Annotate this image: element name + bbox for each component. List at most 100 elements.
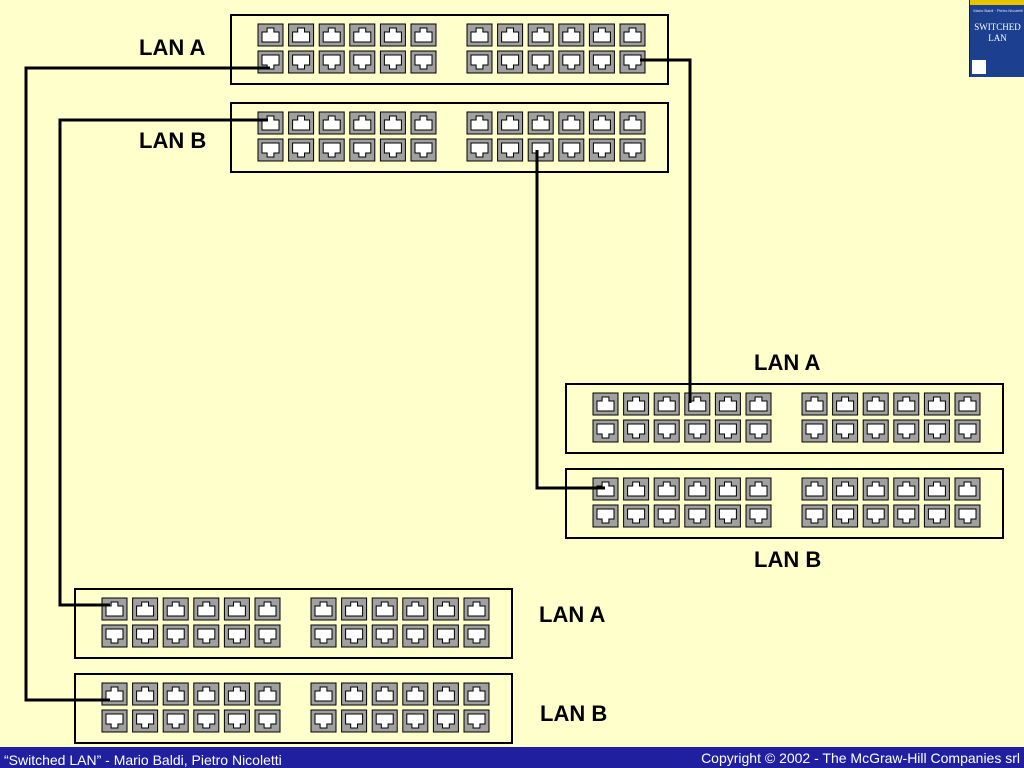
- ethernet-port-icon: [527, 23, 554, 47]
- ethernet-port-icon: [310, 709, 337, 733]
- ethernet-port-icon: [349, 138, 376, 162]
- ethernet-port-icon: [318, 138, 345, 162]
- ethernet-port-icon: [223, 682, 250, 706]
- lan-label: LAN B: [540, 701, 607, 726]
- ethernet-port-icon: [288, 138, 315, 162]
- switch-chassis: [565, 468, 1004, 539]
- ethernet-port-icon: [619, 23, 646, 47]
- ethernet-port-icon: [318, 111, 345, 135]
- ethernet-port-icon: [223, 624, 250, 648]
- ethernet-port-icon: [684, 477, 711, 501]
- ethernet-port-icon: [619, 111, 646, 135]
- ethernet-port-icon: [132, 682, 159, 706]
- ethernet-port-icon: [371, 624, 398, 648]
- ethernet-port-icon: [714, 477, 741, 501]
- ethernet-port-icon: [410, 50, 437, 74]
- ethernet-port-icon: [254, 709, 281, 733]
- switches-layer: [74, 14, 1004, 744]
- ethernet-port-icon: [310, 682, 337, 706]
- cover-title: SWITCHED LAN: [970, 22, 1024, 44]
- cable-sw1-to-sw6: [24, 66, 270, 702]
- ethernet-port-icon: [432, 709, 459, 733]
- ethernet-port-icon: [527, 50, 554, 74]
- ethernet-port-icon: [410, 138, 437, 162]
- ethernet-port-icon: [410, 111, 437, 135]
- ethernet-port-icon: [132, 624, 159, 648]
- lan-label: LAN A: [539, 602, 606, 627]
- ethernet-port-icon: [862, 392, 889, 416]
- ethernet-port-icon: [653, 392, 680, 416]
- ethernet-port-icon: [463, 597, 490, 621]
- ethernet-port-icon: [371, 597, 398, 621]
- ethernet-port-icon: [954, 392, 981, 416]
- ethernet-port-icon: [893, 419, 920, 443]
- ethernet-port-icon: [558, 111, 585, 135]
- publisher-logo: [972, 60, 986, 74]
- ethernet-port-icon: [588, 138, 615, 162]
- cover-title-line2: LAN: [988, 33, 1007, 43]
- book-cover-thumbnail: Mario Baldi · Pietro Nicoletti SWITCHED …: [969, 0, 1024, 77]
- switch-chassis: [74, 588, 513, 659]
- footer-left-text: “Switched LAN” - Mario Baldi, Pietro Nic…: [4, 752, 282, 768]
- ethernet-port-icon: [832, 477, 859, 501]
- ethernet-port-icon: [254, 682, 281, 706]
- ethernet-port-icon: [714, 392, 741, 416]
- cable-sw1-to-sw3: [640, 58, 692, 403]
- ethernet-port-icon: [527, 111, 554, 135]
- ethernet-port-icon: [318, 50, 345, 74]
- ethernet-port-icon: [310, 597, 337, 621]
- ethernet-port-icon: [162, 624, 189, 648]
- ethernet-port-icon: [288, 23, 315, 47]
- ethernet-port-icon: [349, 111, 376, 135]
- ethernet-port-icon: [801, 419, 828, 443]
- cable-sw2-to-sw5: [58, 118, 268, 607]
- switch-chassis: [565, 383, 1004, 454]
- ethernet-port-icon: [745, 419, 772, 443]
- ethernet-port-icon: [379, 23, 406, 47]
- cover-stripe: [970, 0, 1024, 5]
- ethernet-port-icon: [410, 23, 437, 47]
- ethernet-port-icon: [714, 419, 741, 443]
- ethernet-port-icon: [653, 504, 680, 528]
- ethernet-port-icon: [349, 50, 376, 74]
- ethernet-port-icon: [466, 138, 493, 162]
- ethernet-port-icon: [893, 392, 920, 416]
- lan-label: LAN A: [139, 35, 206, 60]
- ethernet-port-icon: [402, 624, 429, 648]
- lan-label: LAN B: [139, 128, 206, 153]
- ethernet-port-icon: [432, 682, 459, 706]
- lan-label: LAN A: [754, 350, 821, 375]
- ethernet-port-icon: [801, 392, 828, 416]
- ethernet-port-icon: [558, 23, 585, 47]
- ethernet-port-icon: [254, 597, 281, 621]
- ethernet-port-icon: [801, 504, 828, 528]
- ethernet-port-icon: [162, 682, 189, 706]
- ethernet-port-icon: [527, 138, 554, 162]
- labels-layer: LAN A LAN B LAN A LAN B LAN A LAN B: [139, 35, 821, 726]
- ethernet-port-icon: [893, 504, 920, 528]
- ethernet-port-icon: [318, 23, 345, 47]
- ethernet-port-icon: [379, 138, 406, 162]
- ethernet-port-icon: [341, 682, 368, 706]
- ethernet-port-icon: [341, 597, 368, 621]
- switch-2: [230, 102, 669, 173]
- cables-layer: [24, 58, 692, 702]
- cover-authors: Mario Baldi · Pietro Nicoletti: [973, 8, 1023, 13]
- cover-title-line1: SWITCHED: [974, 22, 1021, 32]
- ethernet-port-icon: [592, 392, 619, 416]
- ethernet-port-icon: [623, 419, 650, 443]
- ethernet-port-icon: [588, 50, 615, 74]
- switch-3: [565, 383, 1004, 454]
- ethernet-port-icon: [101, 597, 128, 621]
- ethernet-port-icon: [684, 419, 711, 443]
- ethernet-port-icon: [862, 419, 889, 443]
- footer-right-text: Copyright © 2002 - The McGraw-Hill Compa…: [701, 750, 1020, 766]
- ethernet-port-icon: [466, 23, 493, 47]
- lan-label: LAN B: [754, 547, 821, 572]
- ethernet-port-icon: [310, 624, 337, 648]
- switch-4: [565, 468, 1004, 539]
- ethernet-port-icon: [162, 597, 189, 621]
- ethernet-port-icon: [954, 504, 981, 528]
- ethernet-port-icon: [801, 477, 828, 501]
